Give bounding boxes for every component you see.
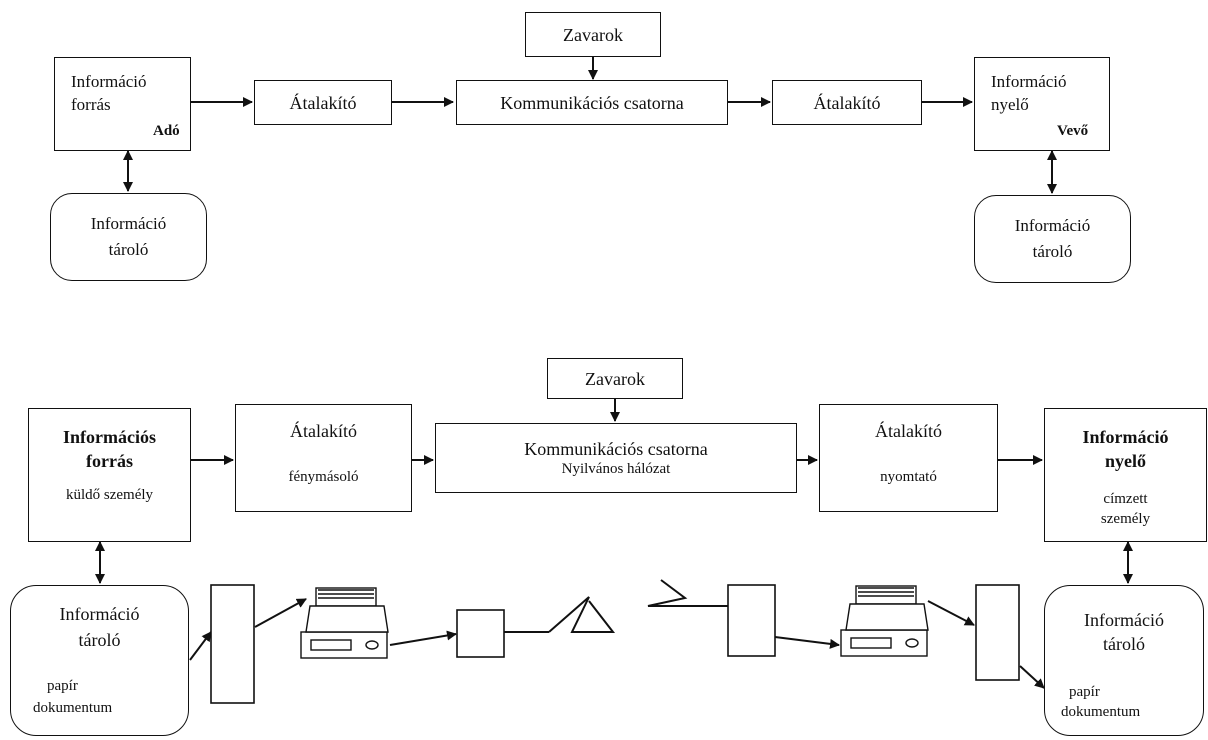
channel-label: Kommunikációs csatorna [500,93,684,113]
information-sink-box: Információ nyelő Vevő [974,57,1110,151]
store-right-label-2: tároló [1032,242,1073,261]
b-information-sink-box: Információ nyelő címzett személy [1044,408,1207,542]
information-store-left: Információ tároló [50,193,207,281]
sender-label: Adó [153,123,180,139]
source-label-2: forrás [71,95,111,114]
converter-left-box: Átalakító [254,80,392,125]
b-store-right-sub-1: papír [1069,684,1100,700]
modem-right [727,584,776,657]
sink-label-1: Információ [991,72,1067,91]
sink-label-2: nyelő [991,95,1029,114]
b-converter-left-label: Átalakító [290,421,357,441]
paper-sheet-right [975,584,1020,681]
b-channel-sub: Nyilvános hálózat [561,461,671,477]
b-source-label-1: Információs [63,427,156,447]
store-right-label-1: Információ [1014,216,1091,235]
b-noise-label: Zavarok [585,369,645,389]
b-source-label-2: forrás [86,451,133,471]
arrow-copier-to-modem [389,630,457,646]
information-store-right: Információ tároló [974,195,1131,283]
b-sink-label-1: Információ [1082,427,1169,447]
arrow-modem-to-printer [774,636,840,649]
converter-left-label: Átalakító [289,93,357,113]
information-source-box: Információ forrás Adó [54,57,191,151]
b-channel-box: Kommunikációs csatorna Nyilvános hálózat [435,423,797,493]
store-left-label-2: tároló [108,240,149,259]
arrow-paper-left-to-copier [254,598,307,628]
paper-sheet-left [210,584,255,704]
b-information-store-right: Információ tároló papír dokumentum [1044,585,1204,736]
arrow-paper-to-store-right [1019,665,1045,689]
b-converter-right-box: Átalakító nyomtató [819,404,998,512]
b-store-left-label-2: tároló [78,630,121,650]
b-sink-label-2: nyelő [1104,451,1146,471]
fax-device-right-icon [840,585,929,657]
b-converter-left-box: Átalakító fénymásoló [235,404,412,512]
b-store-left-sub-2: dokumentum [33,700,113,716]
fax-device-left-icon [300,587,389,659]
b-store-right-sub-2: dokumentum [1061,704,1141,720]
signal-zigzag-right [647,579,708,607]
signal-zigzag-left [548,596,616,633]
b-store-left-sub-1: papír [47,678,78,694]
b-noise-box: Zavarok [547,358,683,399]
arrow-paper-to-scanner-left [189,631,212,661]
modem-left [456,609,505,658]
b-sink-sub-1: címzett [1103,491,1148,507]
b-sink-sub-2: személy [1100,511,1151,527]
receiver-label: Vevő [1057,123,1089,139]
b-converter-right-sub: nyomtató [880,469,937,485]
b-information-store-left: Információ tároló papír dokumentum [10,585,189,736]
converter-right-box: Átalakító [772,80,922,125]
b-source-sub: küldő személy [65,487,154,503]
b-store-left-label-1: Információ [59,604,140,624]
b-store-right-label-2: tároló [1103,634,1145,654]
arrow-printer-to-paper [927,600,975,626]
channel-box: Kommunikációs csatorna [456,80,728,125]
b-converter-right-label: Átalakító [875,421,942,441]
b-information-source-box: Információs forrás küldő személy [28,408,191,542]
noise-box: Zavarok [525,12,661,57]
source-label-1: Információ [71,72,147,91]
store-left-label-1: Információ [90,214,167,233]
b-store-right-label-1: Információ [1084,610,1164,630]
converter-right-label: Átalakító [813,93,881,113]
b-converter-left-sub: fénymásoló [288,469,359,485]
b-channel-label: Kommunikációs csatorna [524,439,708,459]
noise-label: Zavarok [563,25,623,45]
